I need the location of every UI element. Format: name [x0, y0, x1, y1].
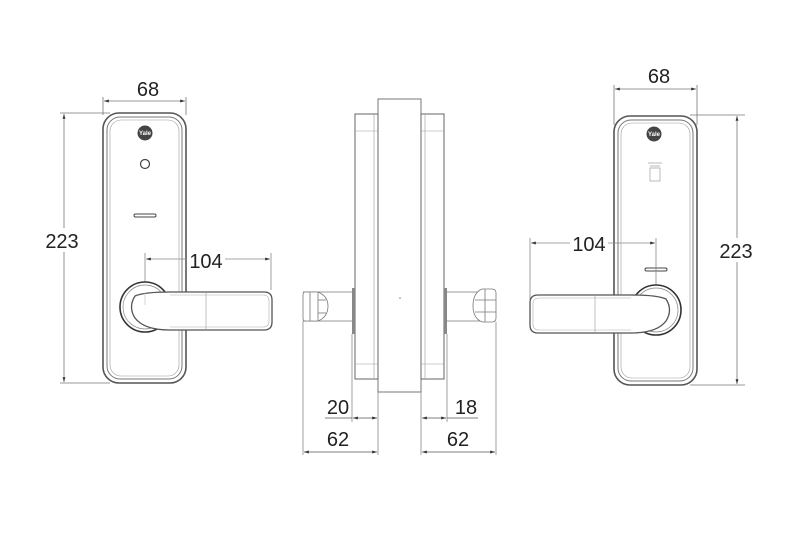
right-inner-dim-label: 18 — [455, 397, 477, 419]
door-slab — [377, 98, 422, 393]
front-lever-handle — [130, 291, 273, 331]
front-lever-label: 104 — [189, 251, 222, 273]
front-height-label: 223 — [45, 231, 78, 253]
side-dimension-extensions — [302, 321, 497, 455]
back-width-dimension — [613, 85, 698, 125]
outer-escutcheon — [354, 113, 379, 380]
back-body-inner — [617, 119, 694, 382]
back-lever-label: 104 — [572, 234, 605, 256]
inner-escutcheon — [420, 113, 445, 380]
indicator-slot — [133, 213, 157, 218]
back-lever-handle — [529, 294, 671, 334]
right-outer-dim-label: 62 — [447, 429, 469, 451]
left-outer-dim-label: 62 — [327, 429, 349, 451]
key-cylinder-icon — [139, 158, 151, 170]
left-inner-dim-label: 20 — [327, 397, 349, 419]
svg-text:Yale: Yale — [648, 132, 661, 138]
yale-logo-icon: Yale — [646, 126, 662, 142]
yale-logo-icon: Yale — [137, 125, 153, 141]
back-width-label: 68 — [648, 66, 670, 88]
card-reader-icon — [648, 162, 662, 182]
right-rosette-plate — [444, 288, 447, 334]
front-body-outer — [102, 112, 187, 384]
front-width-dimension — [102, 97, 187, 115]
back-height-label: 223 — [719, 241, 752, 263]
lever-end-left — [302, 291, 352, 322]
front-body-inner — [106, 116, 183, 380]
lever-end-right — [447, 288, 497, 323]
svg-text:Yale: Yale — [139, 131, 152, 137]
left-rosette-plate — [352, 288, 355, 334]
side-view: 20 18 62 62 — [302, 98, 497, 455]
front-view: 68 223 Yale 104 — [45, 79, 273, 384]
front-width-label: 68 — [137, 79, 159, 101]
back-body-outer — [613, 115, 698, 386]
front-height-label-bg — [48, 228, 82, 252]
back-view: 68 223 Yale — [529, 66, 754, 386]
